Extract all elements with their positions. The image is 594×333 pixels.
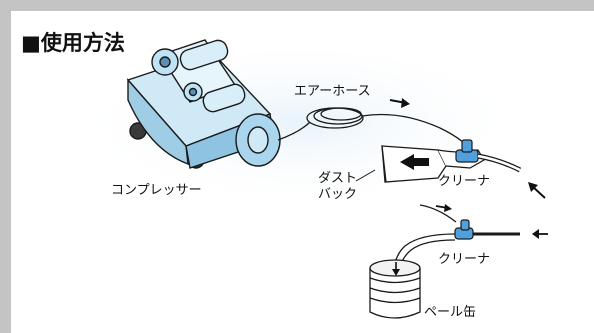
- dust-bag-label-line1: ダスト: [318, 171, 358, 186]
- compressor-label: コンプレッサー: [111, 183, 202, 198]
- dust-bag-arrow: [400, 154, 429, 170]
- compressor-illustration: [126, 39, 281, 169]
- air-hose-arrow: [389, 98, 410, 108]
- dust-bag-label-line2: バック: [318, 187, 358, 202]
- motor-pulley-hub: [159, 56, 171, 68]
- cleaner-bottom-illustration: [454, 219, 520, 240]
- tank-end-inner: [247, 126, 269, 154]
- cleaner-bottom-label: クリーナ: [438, 252, 491, 267]
- pail-arrow: [392, 262, 400, 276]
- tank-side: [127, 78, 189, 166]
- cleaner-top-illustration: [437, 139, 522, 173]
- lower-hose-arrow: [435, 204, 452, 212]
- pump-flywheel-hub: [188, 87, 198, 97]
- pump-cylinder: [202, 83, 246, 113]
- cleaner-bottom-inlet-arrow: [532, 229, 548, 239]
- air-hose-label: エアーホース: [294, 84, 371, 99]
- pail-can-illustration: [369, 259, 421, 319]
- lower-hose-input: [419, 204, 457, 223]
- motor-cylinder: [179, 39, 229, 71]
- dust-bag-leader-line: [355, 169, 376, 182]
- cleaner-top-inlet-arrow: [528, 182, 546, 199]
- pail-can-label: ペール缶: [424, 305, 477, 320]
- cleaner-top-label: クリーナ: [438, 174, 491, 189]
- page-title: ■使用方法: [21, 31, 125, 55]
